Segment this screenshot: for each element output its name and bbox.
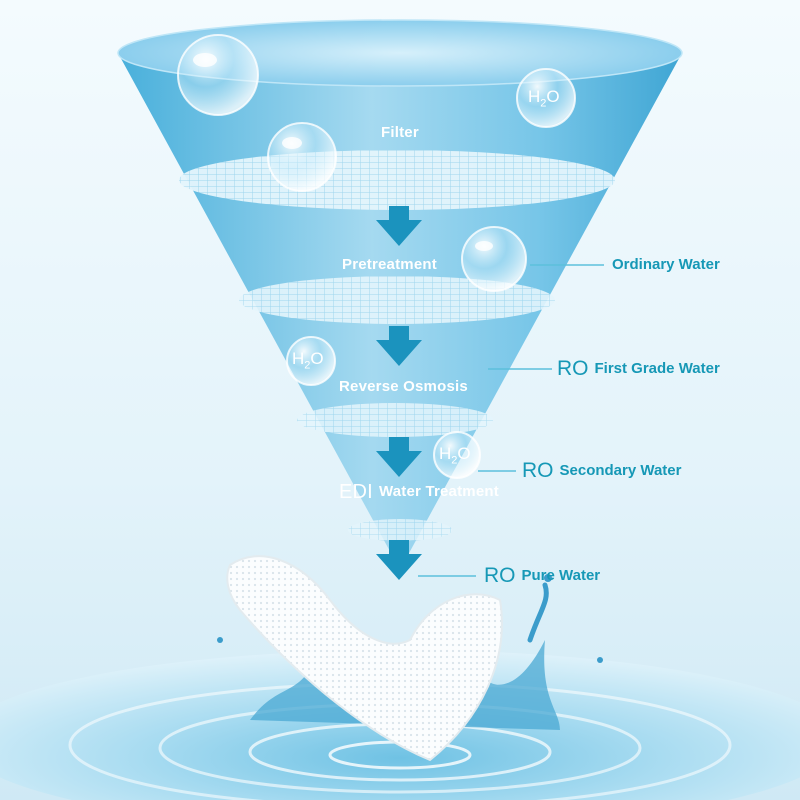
water-bubble-icon [461,226,527,292]
down-arrow-icon [376,206,422,246]
mask-sheet-icon [226,555,503,762]
water-bubble-icon [267,122,337,192]
h2o-label: H2O [292,349,324,372]
down-arrow-icon [376,540,422,580]
stage-label-filter: Filter [381,124,419,141]
stage-label-reverse-osmosis: Reverse Osmosis [339,378,468,395]
down-arrow-icon [376,437,422,477]
water-bubble-icon [516,68,576,128]
stage-label-pretreatment: Pretreatment [342,256,437,273]
h2o-label: H2O [528,87,560,110]
water-bubble-icon [433,431,481,479]
water-bubble-icon [286,336,336,386]
output-label-ordinary-water: Ordinary Water [612,256,720,273]
down-arrow-icon [376,326,422,366]
water-bubble-icon [177,34,259,116]
h2o-label: H2O [439,444,471,467]
